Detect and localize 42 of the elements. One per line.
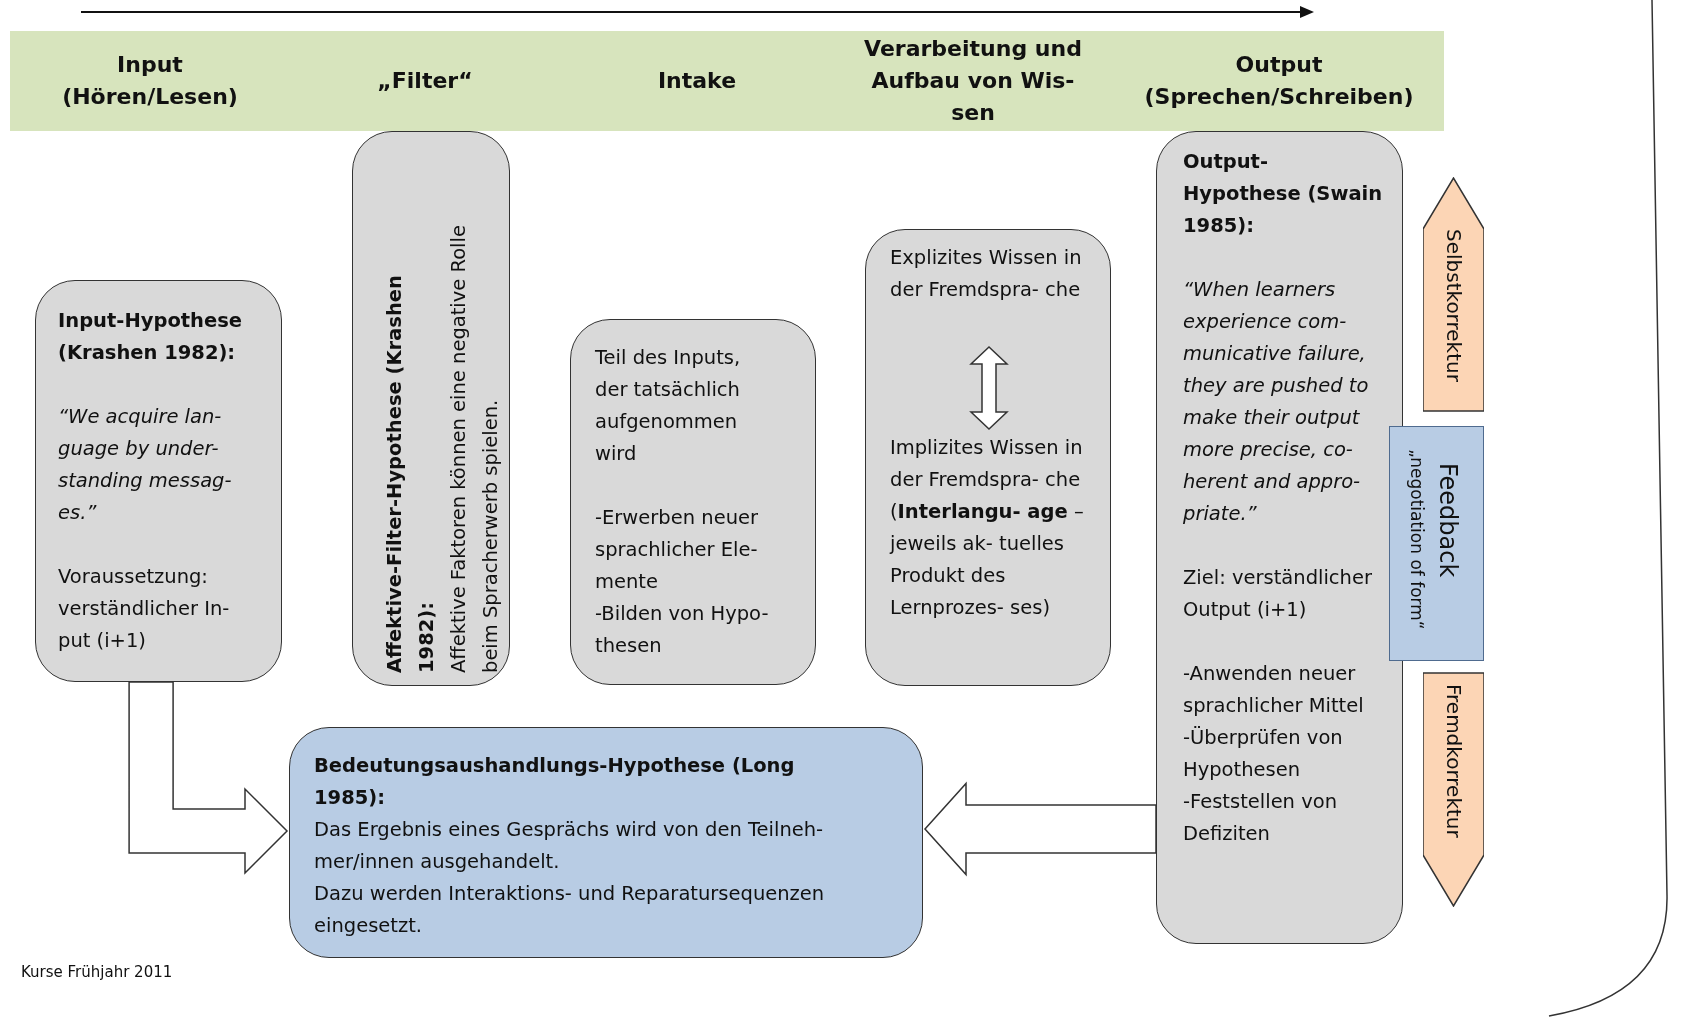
bullet-text: -Anwenden neuer sprachlicher Mittel (1183, 661, 1365, 719)
body-text: Das Ergebnis eines Gesprächs wird von den Teilneh- mer/innen ausgehandelt. (314, 817, 825, 875)
card-title: Output- Hypothese (Swain 1985): (1183, 149, 1384, 239)
bullet-text: -Bilden von Hypo- thesen (595, 601, 770, 659)
hypothesis-card (1156, 131, 1403, 944)
body-text: Teil des Inputs, der tatsächlich aufgenommen wird (595, 345, 742, 467)
feedback-title: Feedback (1433, 463, 1463, 580)
feedback-subtitle: „negotiation of form“ (1406, 449, 1428, 632)
body-text: Dazu werden Interaktions- und Reparatursequenzen eingesetzt. (314, 881, 826, 939)
body-text: Ziel: verständlicher Output (i+1) (1183, 565, 1373, 623)
feedback-box (1389, 426, 1484, 661)
arrow-label: Fremdkorrektur (1441, 684, 1466, 838)
quote: “When learners experience com- municative failure, they are pushed to make their output more precise, co- herent and appro- priate.” (1183, 277, 1370, 527)
body-text: Affektive Faktoren können eine negative Rolle beim Spracherwerb spielen. (446, 224, 503, 673)
hypothesis-card (35, 280, 282, 682)
card-title: Affektive-Filter-Hypothese (Krashen 1982): (382, 274, 439, 673)
process-card (865, 229, 1111, 686)
footer-note: Kurse Frühjahr 2011 (21, 962, 173, 982)
hypothesis-card (352, 131, 510, 686)
body-text: Implizites Wissen in der Fremdspra- che (Interlangu- age – jeweils ak- tuelles Produkt des Lernprozes- ses) (890, 435, 1085, 621)
header-band (10, 31, 1444, 131)
block-arrow (128, 681, 289, 875)
down-arrow-shape (1423, 672, 1484, 907)
card-title: Input-Hypothese (Krashen 1982): (58, 308, 244, 366)
process-card (570, 319, 816, 685)
block-arrow (969, 345, 1009, 431)
body-text: Voraussetzung: verständlicher In- put (i+1) (58, 564, 231, 654)
column-heading: Intake (656, 67, 738, 95)
bullet-text: -Feststellen von Defiziten (1183, 789, 1338, 847)
body-text: Explizites Wissen in der Fremdspra- che (890, 245, 1083, 303)
up-arrow-shape (1423, 177, 1484, 412)
bullet-text: -Erwerben neuer sprachlicher Ele- mente (595, 505, 759, 595)
quote: “We acquire lan- guage by under- standing messag- es.” (58, 404, 233, 526)
column-heading: „Filter“ (376, 67, 474, 95)
card-title: Bedeutungsaushandlungs-Hypothese (Long 1985): (314, 753, 796, 811)
hypothesis-card (289, 727, 923, 958)
column-heading: Input (Hören/Lesen) (61, 51, 239, 111)
block-arrow (924, 781, 1157, 877)
arrow-label: Selbstkorrektur (1441, 229, 1466, 382)
bullet-text: -Überprüfen von Hypothesen (1183, 725, 1344, 783)
column-heading: Verarbeitung und Aufbau von Wis- sen (863, 35, 1083, 127)
column-heading: Output (Sprechen/Schreiben) (1143, 51, 1415, 111)
